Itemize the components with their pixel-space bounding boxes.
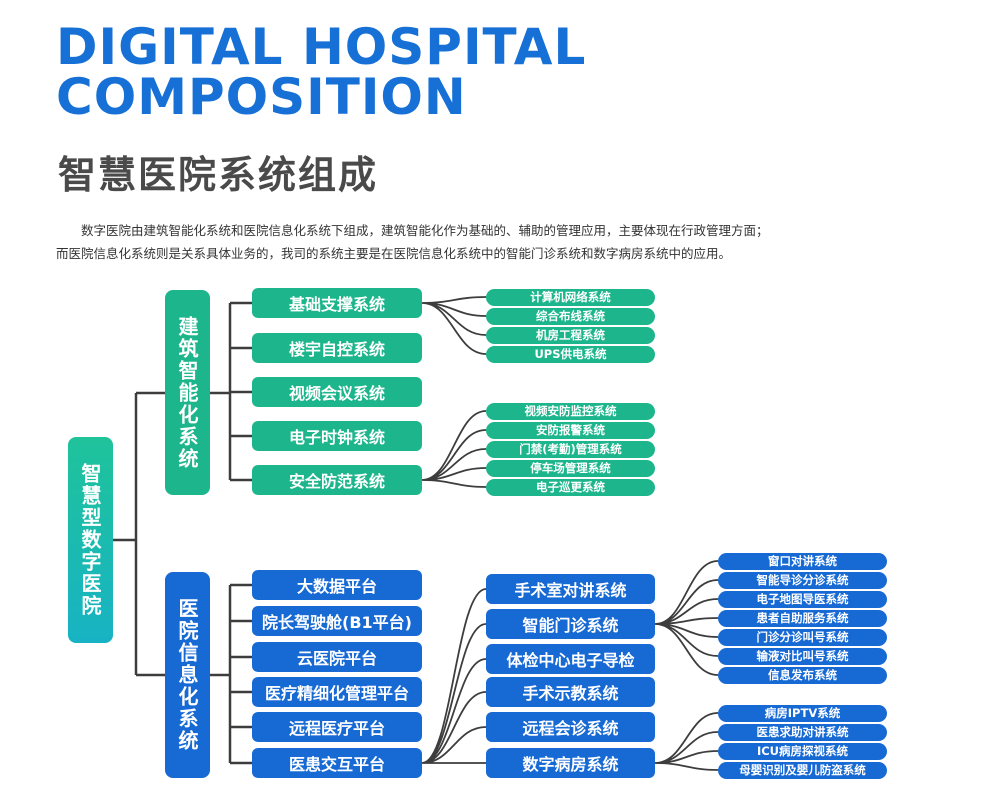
clinic-child: 窗口对讲系统 bbox=[718, 552, 887, 570]
intro-line1: 数字医院由建筑智能化系统和医院信息化系统下组成，建筑智能化作为基础的、辅助的管理… bbox=[56, 223, 769, 238]
interaction-child: 手术室对讲系统 bbox=[486, 574, 655, 604]
title-en-line1: DIGITAL HOSPITAL bbox=[56, 18, 587, 76]
info-platform: 云医院平台 bbox=[252, 642, 422, 672]
clinic-child: 门诊分诊叫号系统 bbox=[718, 628, 887, 646]
ward-child: 病房IPTV系统 bbox=[718, 704, 887, 722]
title-en-line2: COMPOSITION bbox=[56, 68, 467, 126]
interaction-child: 数字病房系统 bbox=[486, 748, 655, 778]
title-cn: 智慧医院系统组成 bbox=[58, 153, 379, 197]
basic-support-child: UPS供电系统 bbox=[486, 345, 655, 363]
ward-child: 医患求助对讲系统 bbox=[718, 723, 887, 741]
info-platform: 远程医疗平台 bbox=[252, 712, 422, 742]
security-child: 电子巡更系统 bbox=[486, 478, 655, 496]
info-platform: 医患交互平台 bbox=[252, 748, 422, 778]
basic-support-child: 综合布线系统 bbox=[486, 307, 655, 325]
building-subsystem: 视频会议系统 bbox=[252, 377, 422, 407]
basic-support-child: 机房工程系统 bbox=[486, 326, 655, 344]
clinic-child: 智能导诊分诊系统 bbox=[718, 571, 887, 589]
root-node: 智慧型数字医院 bbox=[68, 437, 113, 643]
clinic-child: 电子地图导医系统 bbox=[718, 590, 887, 608]
branch-building: 建筑智能化系统 bbox=[165, 290, 210, 495]
branch-info: 医院信息化系统 bbox=[165, 572, 210, 778]
clinic-child: 输液对比叫号系统 bbox=[718, 647, 887, 665]
interaction-child: 远程会诊系统 bbox=[486, 712, 655, 742]
ward-child: ICU病房探视系统 bbox=[718, 742, 887, 760]
clinic-child: 患者自助服务系统 bbox=[718, 609, 887, 627]
building-subsystem: 基础支撑系统 bbox=[252, 288, 422, 318]
security-child: 门禁(考勤)管理系统 bbox=[486, 440, 655, 458]
info-platform: 院长驾驶舱(B1平台) bbox=[252, 606, 422, 636]
interaction-child: 体检中心电子导检 bbox=[486, 644, 655, 674]
info-platform: 医疗精细化管理平台 bbox=[252, 677, 422, 707]
security-child: 停车场管理系统 bbox=[486, 459, 655, 477]
intro-line2: 而医院信息化系统则是关系具体业务的，我司的系统主要是在医院信息化系统中的智能门诊… bbox=[56, 246, 732, 261]
building-subsystem: 安全防范系统 bbox=[252, 465, 422, 495]
building-subsystem: 楼宇自控系统 bbox=[252, 333, 422, 363]
security-child: 安防报警系统 bbox=[486, 421, 655, 439]
basic-support-child: 计算机网络系统 bbox=[486, 288, 655, 306]
clinic-child: 信息发布系统 bbox=[718, 666, 887, 684]
security-child: 视频安防监控系统 bbox=[486, 402, 655, 420]
ward-child: 母婴识别及婴儿防盗系统 bbox=[718, 761, 887, 779]
fan-connectors bbox=[421, 296, 719, 771]
interaction-child: 智能门诊系统 bbox=[486, 609, 655, 639]
interaction-child: 手术示教系统 bbox=[486, 677, 655, 707]
info-platform: 大数据平台 bbox=[252, 570, 422, 600]
building-subsystem: 电子时钟系统 bbox=[252, 421, 422, 451]
